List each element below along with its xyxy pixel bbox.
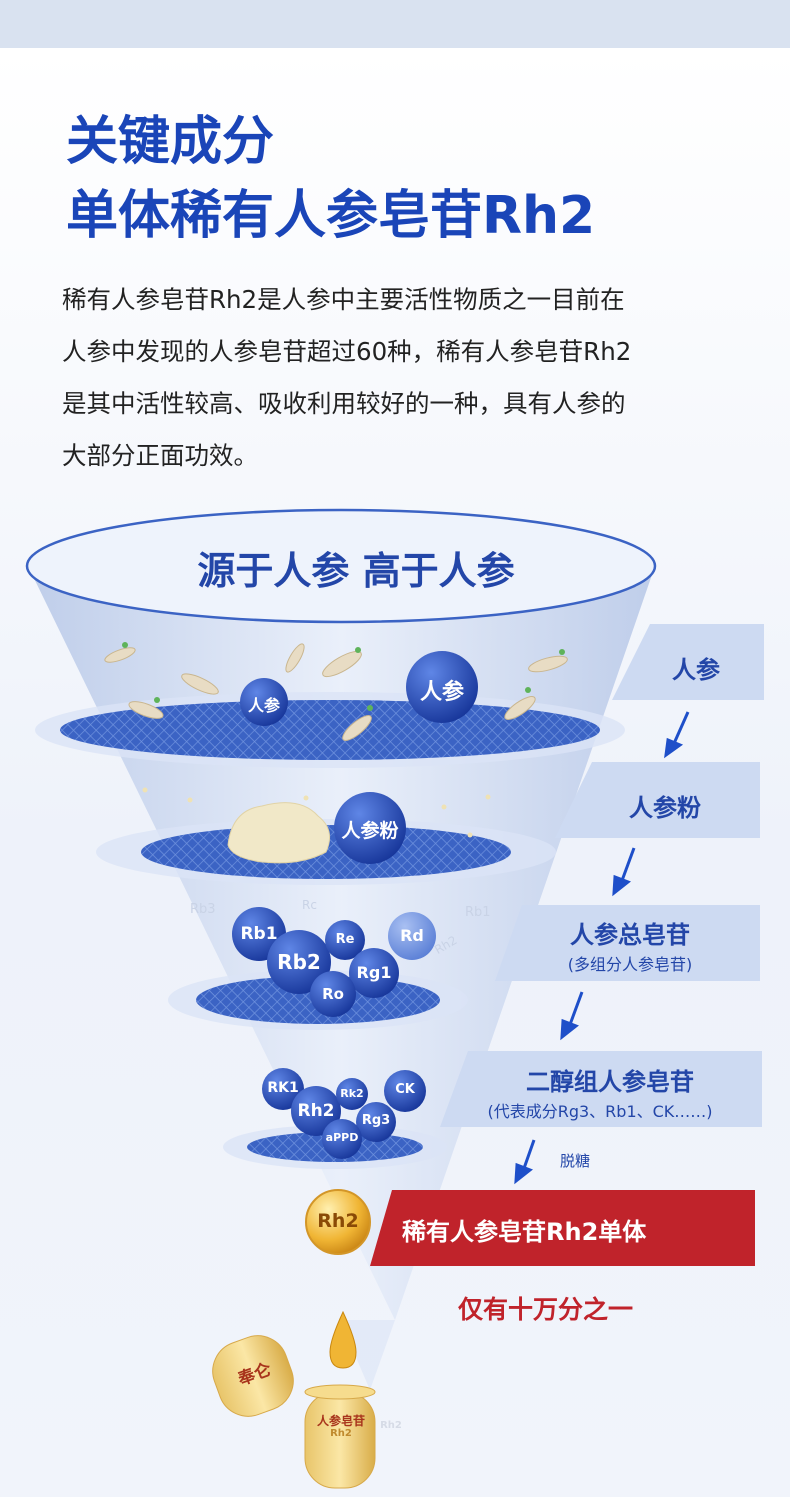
page-title-line2: 单体稀有人参皂苷Rh2	[66, 186, 596, 246]
ball-powder	[334, 792, 406, 864]
ball-re	[325, 920, 365, 960]
ball-label: Rb2	[277, 950, 321, 974]
funnel-rim	[25, 508, 657, 624]
description-line: 大部分正面功效。	[62, 441, 258, 470]
ball-label: 人参	[247, 696, 280, 715]
droplet-icon	[329, 1310, 357, 1369]
stage-label-3: 人参总皂苷	[570, 921, 690, 949]
ball-label: Re	[335, 932, 355, 947]
stage-sub-3: (多组分人参皂苷)	[567, 955, 693, 974]
deglycosylation-label: 脱糖	[560, 1152, 591, 1170]
ginseng-root-icons	[104, 643, 568, 741]
ball-final-rh2	[305, 1189, 371, 1255]
capsule-body-text: 人参皂苷	[316, 1414, 365, 1428]
faded-label-rc: Rc	[302, 898, 317, 912]
ball-label: Rb1	[240, 924, 278, 944]
ball-label: Rg1	[356, 963, 392, 982]
stage-label-4: 二醇组人参皂苷	[526, 1068, 694, 1096]
capsule-side-text: Rh2	[380, 1420, 402, 1431]
faded-label-rb3: Rb3	[190, 902, 216, 917]
sieve-plate-1	[60, 700, 600, 760]
ball-label: 人参	[419, 680, 464, 705]
stage-box-1	[612, 624, 764, 700]
ball-ginseng-large	[406, 651, 478, 723]
ball-rd	[388, 912, 436, 960]
ball-rb2	[267, 930, 331, 994]
ball-ck	[384, 1070, 426, 1112]
funnel-heading: 源于人参 高于人参	[197, 549, 515, 593]
page-title-line1: 关键成分	[66, 112, 275, 172]
top-band	[0, 0, 790, 48]
stage-sub-4: (代表成分Rg3、Rb1、CK……)	[487, 1102, 713, 1121]
ball-label: RK1	[267, 1080, 299, 1096]
powder-dots	[142, 787, 491, 838]
stage-label-1: 人参	[672, 656, 720, 684]
ball-ro	[310, 971, 356, 1017]
faded-label-rb1: Rb1	[465, 905, 491, 920]
ball-rk1	[262, 1068, 304, 1110]
ball-rg3	[356, 1102, 396, 1142]
final-stage-box	[370, 1190, 755, 1266]
description: 稀有人参皂苷Rh2是人参中主要活性物质之一目前在 人参中发现的人参皂苷超过60种…	[62, 274, 762, 482]
description-line: 稀有人参皂苷Rh2是人参中主要活性物质之一目前在	[62, 285, 625, 314]
description-line: 是其中活性较高、吸收利用较好的一种，具有人参的	[62, 389, 626, 418]
ball-label: 人参粉	[341, 820, 399, 842]
rarity-note: 仅有十万分之一	[458, 1295, 634, 1324]
ball-label: Rg3	[361, 1113, 391, 1128]
ball-rh2	[291, 1086, 341, 1136]
powder-pile	[227, 802, 331, 864]
stage-box-4	[440, 1051, 762, 1127]
description-line: 人参中发现的人参皂苷超过60种，稀有人参皂苷Rh2	[62, 337, 632, 366]
ball-label: Rd	[400, 926, 424, 945]
ball-label: CK	[395, 1082, 415, 1097]
ball-label: Rh2	[317, 1210, 359, 1232]
ball-label: Ro	[322, 985, 344, 1003]
ball-rk2	[336, 1078, 368, 1110]
ball-ginseng-small	[240, 678, 288, 726]
capsule-icon	[212, 1335, 376, 1489]
ball-label: Rh2	[297, 1101, 335, 1121]
stage-box-2	[555, 762, 760, 838]
ball-rg1	[349, 948, 399, 998]
stage-box-3	[495, 905, 760, 981]
leaf-icons	[122, 642, 565, 711]
stage-label-2: 人参粉	[629, 794, 701, 822]
final-stage-label: 稀有人参皂苷Rh2单体	[402, 1218, 647, 1246]
arrows	[514, 711, 690, 1185]
ball-appd	[322, 1119, 362, 1159]
ball-label: Rk2	[340, 1087, 364, 1100]
capsule-body-small: Rh2	[330, 1428, 352, 1439]
ball-label: aPPD	[325, 1131, 359, 1144]
